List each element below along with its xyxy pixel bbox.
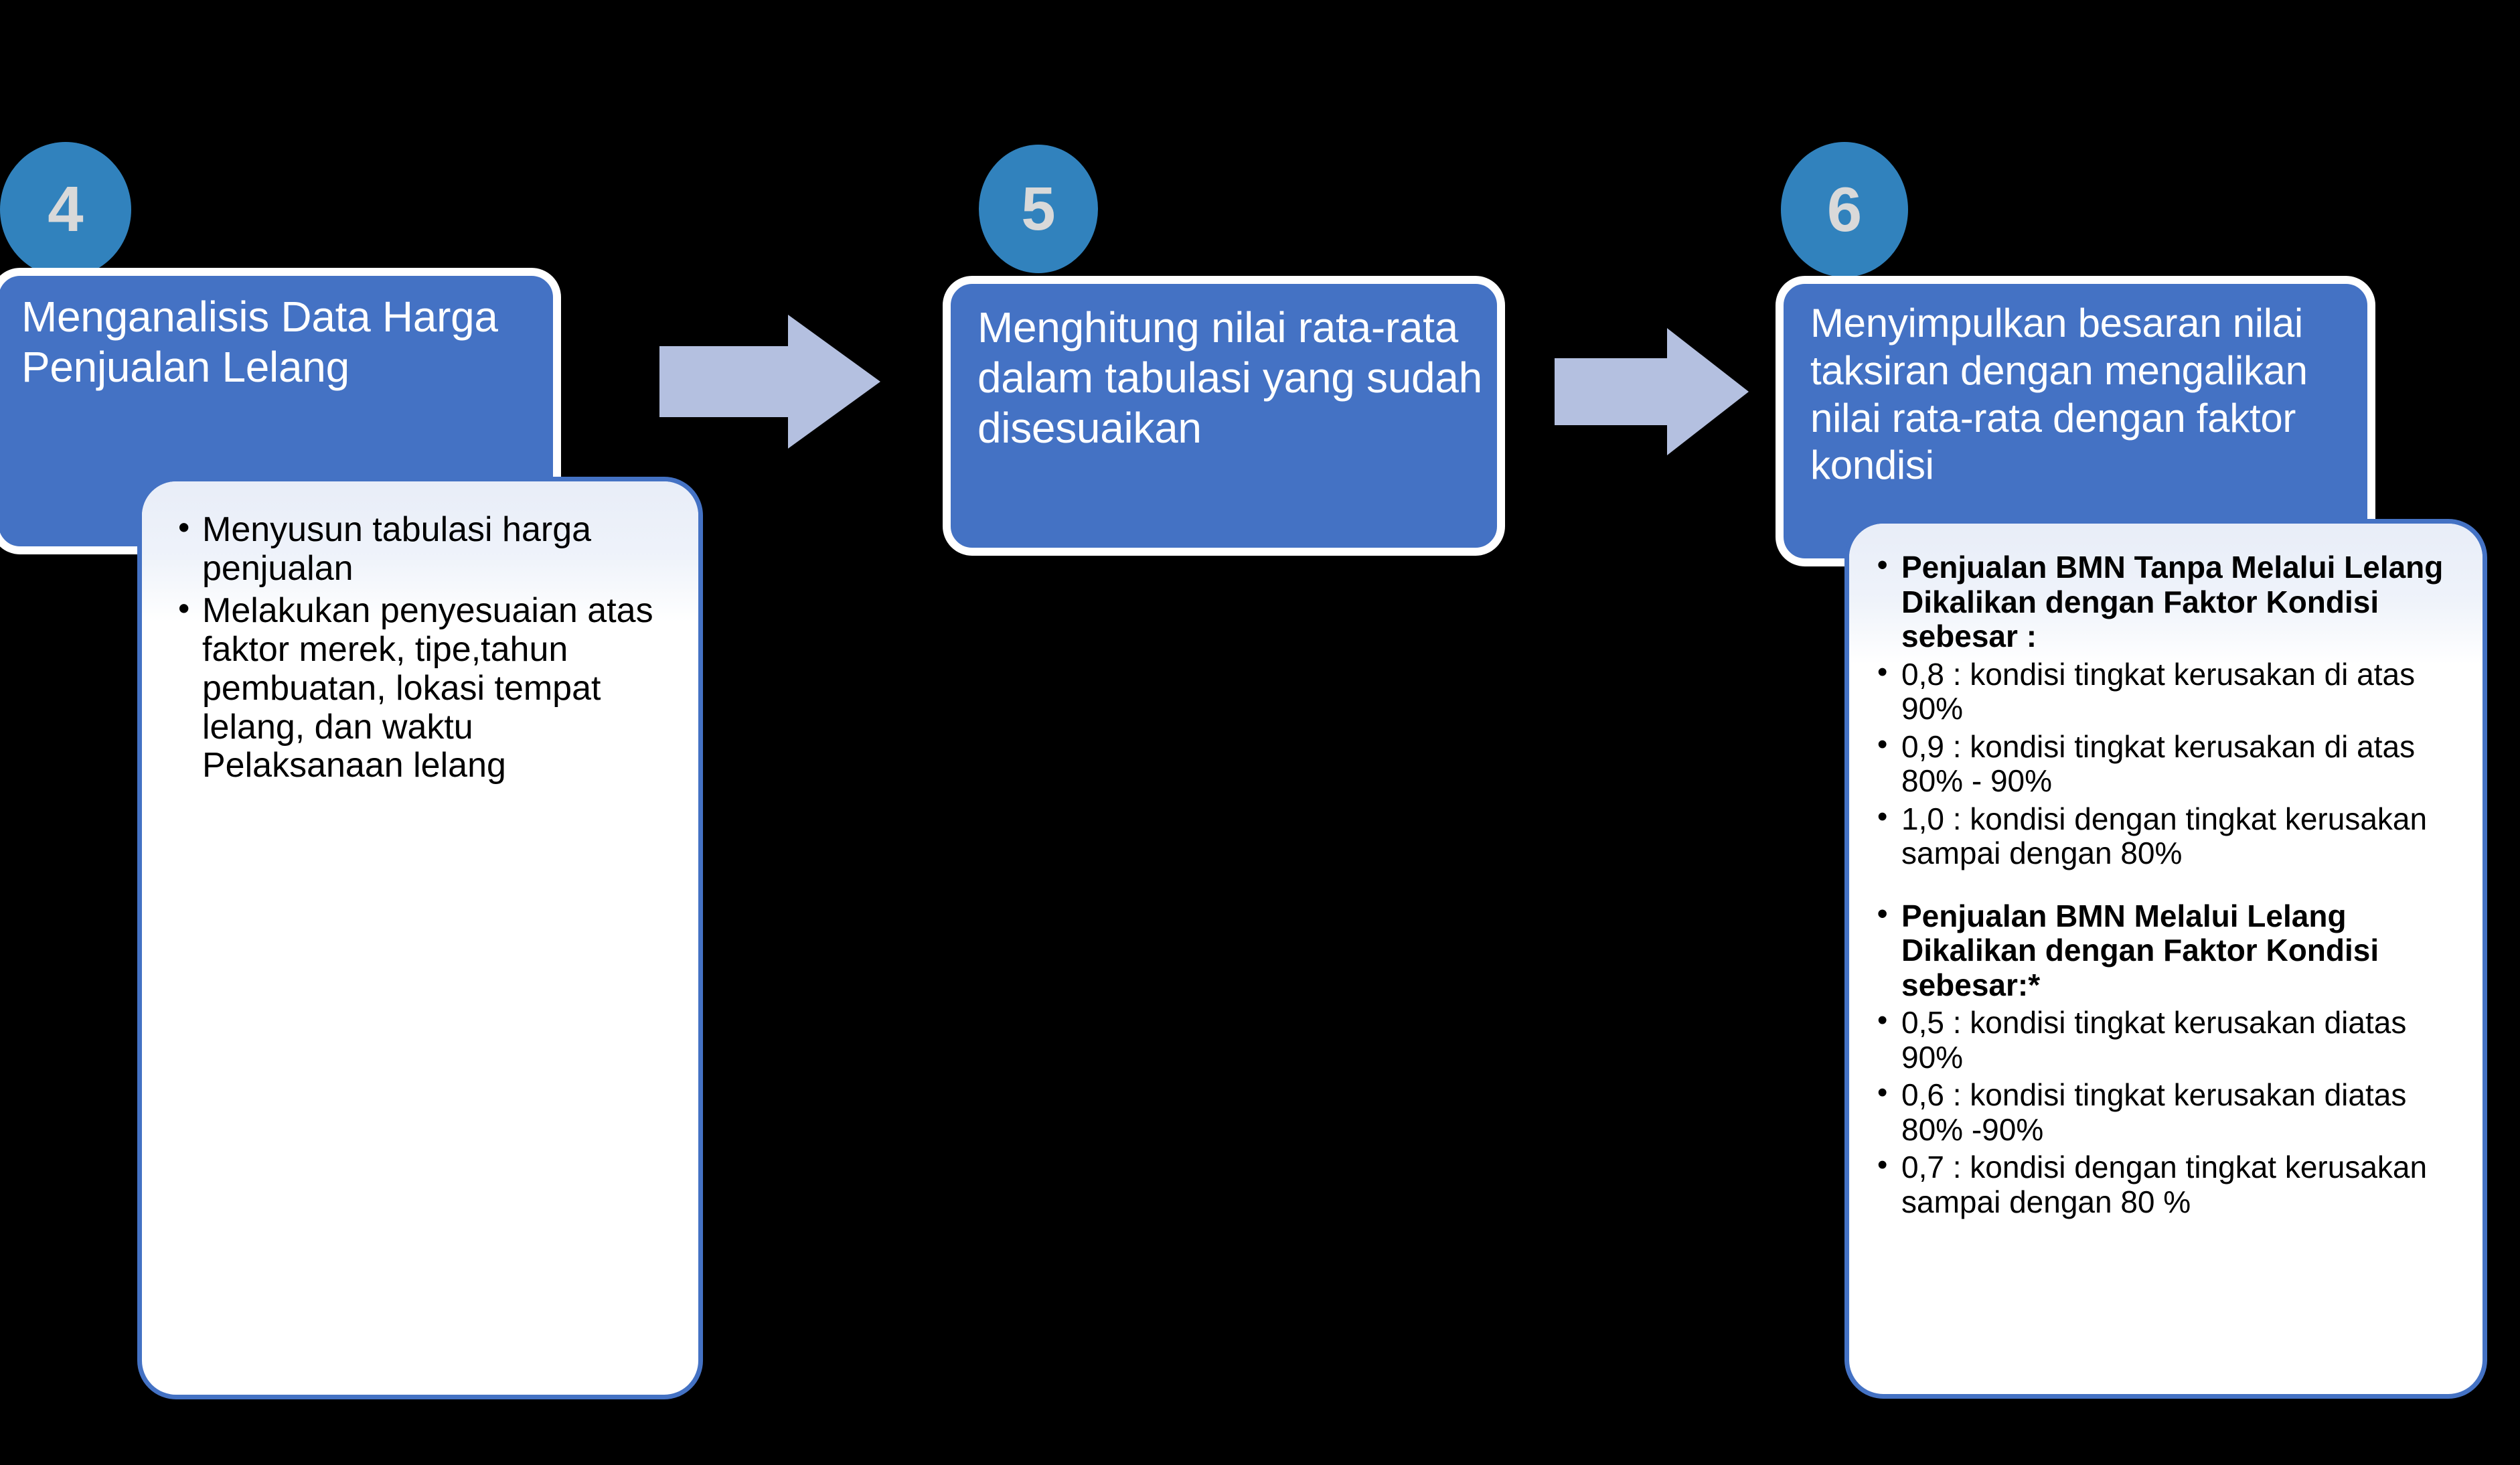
arrow-step5-to-step6 xyxy=(1555,328,1749,455)
list-item: Penjualan BMN Melalui Lelang Dikalikan d… xyxy=(1872,898,2456,1003)
step-badge-4: 4 xyxy=(0,142,131,277)
step-badge-4-number: 4 xyxy=(48,173,84,245)
list-item: 0,5 : kondisi tingkat kerusakan diatas 9… xyxy=(1872,1004,2456,1075)
callout-step4-body: Menyusun tabulasi harga penjualanMelakuk… xyxy=(142,481,698,809)
step-box-6[interactable]: Menyimpulkan besaran nilai taksiran deng… xyxy=(1776,276,2375,566)
callout-step4: Menyusun tabulasi harga penjualanMelakuk… xyxy=(137,477,703,1399)
callout-step4-list: Menyusun tabulasi harga penjualanMelakuk… xyxy=(173,510,663,785)
list-item: Melakukan penyesuaian atas faktor merek,… xyxy=(173,591,663,785)
step-box-4-title: Menganalisis Data Harga Penjualan Lelang xyxy=(21,293,498,391)
step-badge-6: 6 xyxy=(1781,142,1908,277)
step-badge-6-number: 6 xyxy=(1826,174,1863,244)
list-item: 0,8 : kondisi tingkat kerusakan di atas … xyxy=(1872,656,2456,726)
callout-step6: Penjualan BMN Tanpa Melalui Lelang Dikal… xyxy=(1844,519,2487,1399)
arrow-step4-to-step5 xyxy=(659,315,880,449)
list-item: Menyusun tabulasi harga penjualan xyxy=(173,510,663,588)
list-item: 0,7 : kondisi dengan tingkat kerusakan s… xyxy=(1872,1149,2456,1219)
step-box-6-title: Menyimpulkan besaran nilai taksiran deng… xyxy=(1810,301,2308,488)
list-item: 1,0 : kondisi dengan tingkat kerusakan s… xyxy=(1872,801,2456,871)
list-item: 0,6 : kondisi tingkat kerusakan diatas 8… xyxy=(1872,1077,2456,1147)
step-box-5[interactable]: Menghitung nilai rata-rata dalam tabulas… xyxy=(943,276,1505,556)
list-item: 0,9 : kondisi tingkat kerusakan di atas … xyxy=(1872,728,2456,799)
list-item: Penjualan BMN Tanpa Melalui Lelang Dikal… xyxy=(1872,549,2456,654)
step-box-5-title: Menghitung nilai rata-rata dalam tabulas… xyxy=(977,303,1482,452)
step-badge-5-number: 5 xyxy=(1021,175,1056,243)
step-badge-5: 5 xyxy=(979,145,1098,273)
callout-step6-body: Penjualan BMN Tanpa Melalui Lelang Dikal… xyxy=(1849,524,2483,1236)
callout-step6-list: Penjualan BMN Tanpa Melalui Lelang Dikal… xyxy=(1872,549,2456,1219)
step-box-4[interactable]: Menganalisis Data Harga Penjualan Lelang xyxy=(0,268,561,554)
